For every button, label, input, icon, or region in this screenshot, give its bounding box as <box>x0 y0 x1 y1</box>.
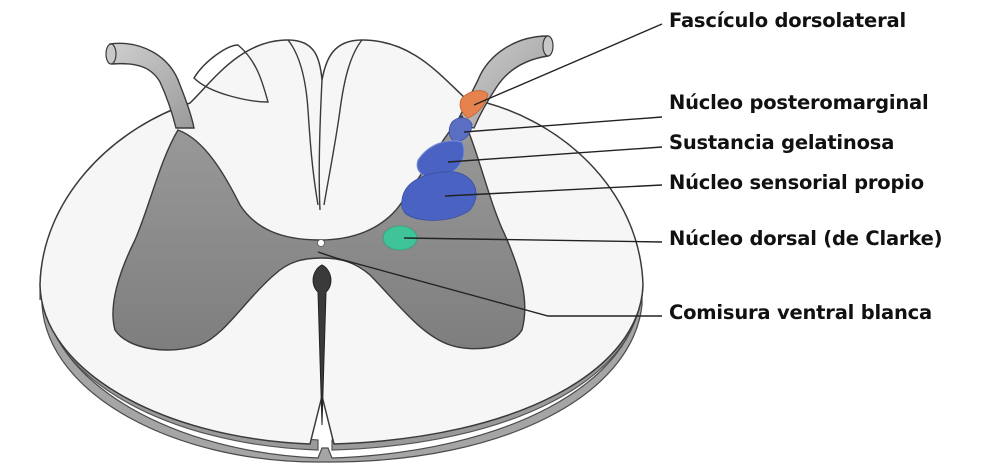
label-fasciculo-dorsolateral: Fascículo dorsolateral <box>669 11 906 31</box>
left-dorsal-root <box>110 43 194 128</box>
label-nucleo-dorsal-clarke: Núcleo dorsal (de Clarke) <box>669 229 942 249</box>
label-sustancia-gelatinosa: Sustancia gelatinosa <box>669 133 894 153</box>
central-canal <box>318 240 325 247</box>
label-nucleo-sensorial-propio: Núcleo sensorial propio <box>669 173 924 193</box>
right-dorsal-root-cut <box>543 36 553 56</box>
left-dorsal-root-cut <box>106 44 116 64</box>
label-nucleo-posteromarginal: Núcleo posteromarginal <box>669 93 928 113</box>
label-comisura-ventral-blanca: Comisura ventral blanca <box>669 303 932 323</box>
